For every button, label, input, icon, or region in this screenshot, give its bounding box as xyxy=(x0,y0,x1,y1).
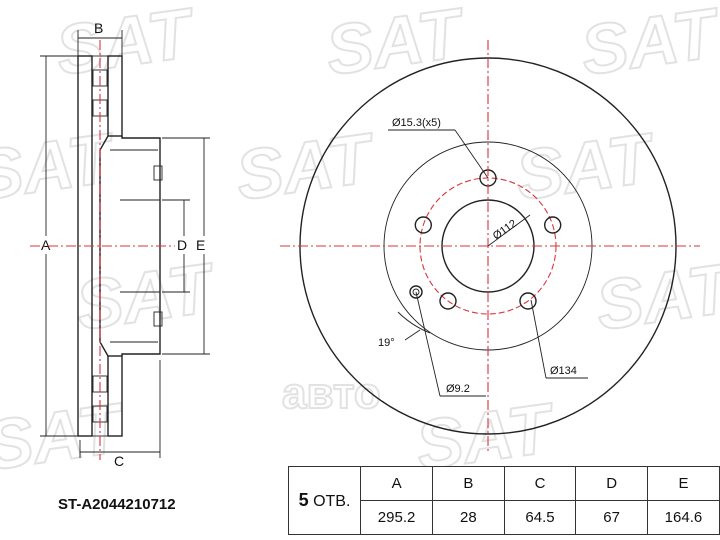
watermark-logo: SAT xyxy=(321,0,471,90)
dim-label-a: A xyxy=(41,237,51,253)
part-number: ST-A2044210712 xyxy=(58,496,176,513)
bolt-hole xyxy=(414,216,432,234)
spec-value-a: 295.2 xyxy=(360,500,434,535)
spec-header-b: B xyxy=(432,466,505,501)
bolt-hole xyxy=(439,292,457,310)
locating-hole xyxy=(409,285,423,299)
dim-label-d: D xyxy=(177,237,187,253)
holes-unit: ОТВ. xyxy=(313,493,351,510)
spec-value-c: 64.5 xyxy=(503,500,577,535)
center-bore-callout: Ø112 xyxy=(491,218,519,243)
dim-label-c: C xyxy=(114,453,124,469)
spec-header-row: 5 ОТВ. A B C D E xyxy=(287,466,720,535)
watermark-logo: SAT xyxy=(71,248,221,345)
watermark-logo: SAT xyxy=(576,0,720,90)
watermark-logo: SAT xyxy=(51,0,201,90)
spec-header-c: C xyxy=(503,466,577,501)
spec-value-e: 164.6 xyxy=(646,500,720,535)
bolt-hole xyxy=(519,292,537,310)
watermark-logo: SAT xyxy=(0,118,121,215)
bolt-hole-callout: Ø15.3(x5) xyxy=(392,117,441,129)
spec-header-a: A xyxy=(360,466,434,501)
bolt-hole xyxy=(544,216,562,234)
angle-callout: 19° xyxy=(378,337,395,349)
holes-cell: 5 ОТВ. xyxy=(287,466,362,535)
spec-value-b: 28 xyxy=(432,500,505,535)
dim-label-b: B xyxy=(94,20,103,36)
spec-header-d: D xyxy=(575,466,648,501)
spec-value-d: 67 xyxy=(575,500,648,535)
spec-table: 5 ОТВ. A B C D E 295.2 28 64.5 67 164.6 xyxy=(287,466,720,535)
small-hole-callout: Ø9.2 xyxy=(446,383,470,395)
pcd-callout: Ø134 xyxy=(550,365,577,377)
spec-header-e: E xyxy=(646,466,720,501)
watermark-avto: авто xyxy=(282,369,381,418)
dim-label-e: E xyxy=(196,237,205,253)
side-view: B A D xyxy=(30,20,210,469)
spec-value-row: 295.2 28 64.5 67 164.6 xyxy=(289,500,720,535)
holes-count: 5 xyxy=(298,490,309,510)
